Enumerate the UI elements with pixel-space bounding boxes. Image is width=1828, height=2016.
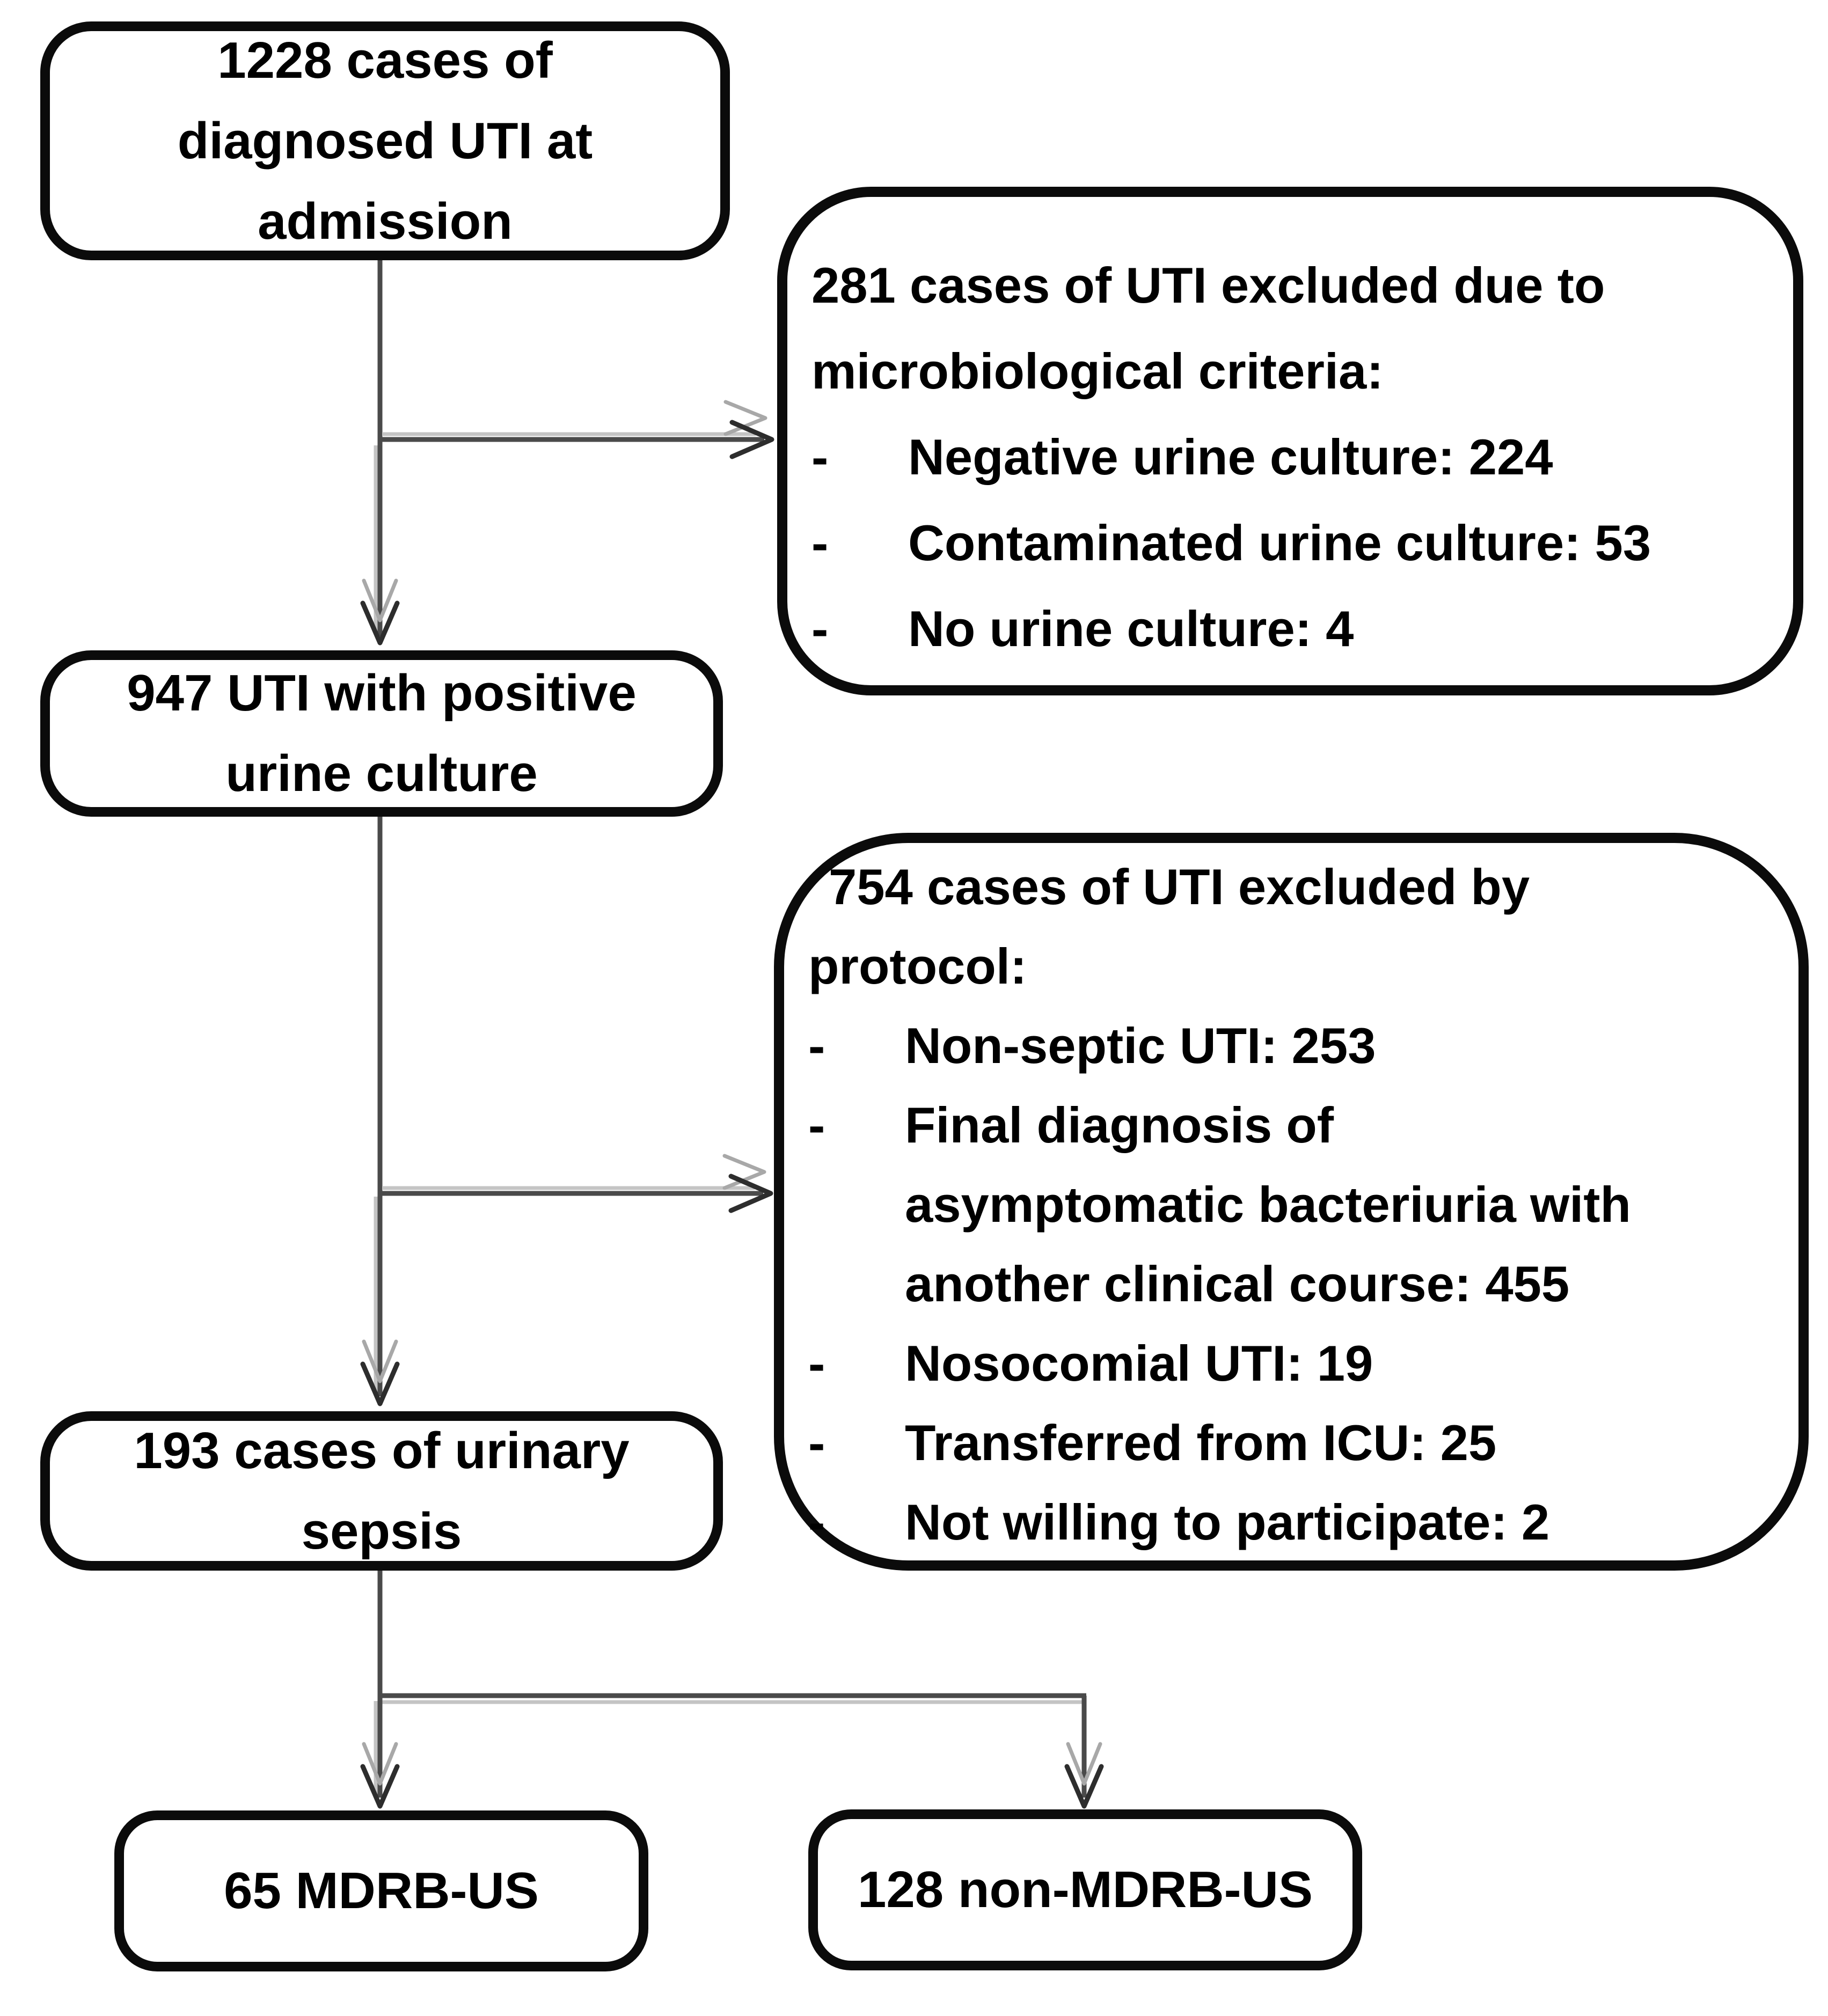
exclusion-item: - Not willing to participate: 2 (808, 1483, 1777, 1562)
arrow-sepsis-to-mdrb-icon (360, 1696, 400, 1809)
exclusion-protocol-title: 754 cases of UTI excluded by (829, 859, 1530, 915)
exclusion-protocol-title: protocol: (808, 938, 1027, 994)
bullet-dash: - (808, 1097, 825, 1153)
arrow-admission-to-positive-icon (360, 260, 400, 646)
exclusion-item: - Transferred from ICU: 25 (808, 1403, 1777, 1483)
exclusion-item-text: Non-septic UTI: 253 (905, 1017, 1376, 1074)
node-non-mdrb-us: 128 non-MDRB-US (808, 1809, 1362, 1970)
exclusion-item: - Nosocomial UTI: 19 (808, 1324, 1777, 1403)
node-urinary-sepsis-line: sepsis (301, 1502, 462, 1560)
arrow-positive-to-sepsis-icon (360, 817, 400, 1406)
bullet-dash: - (808, 1335, 825, 1391)
exclusion-item-text: Contaminated urine culture: 53 (908, 515, 1651, 571)
exclusion-item-text: Nosocomial UTI: 19 (905, 1335, 1373, 1391)
exclusion-item: - Negative urine culture: 224 (811, 414, 1772, 500)
node-mdrb-us-label: 65 MDRB-US (224, 1862, 539, 1919)
node-positive-culture: 947 UTI with positive urine culture (40, 650, 723, 817)
bullet-dash: - (808, 1017, 825, 1074)
split-connector (377, 1571, 1087, 1798)
node-urinary-sepsis: 193 cases of urinary sepsis (40, 1411, 723, 1571)
bullet-dash: - (811, 515, 829, 571)
node-positive-culture-line: 947 UTI with positive (127, 664, 637, 722)
exclusion-item: - No urine culture: 4 (811, 586, 1772, 672)
exclusion-item-text: No urine culture: 4 (908, 600, 1354, 657)
exclusion-item-text: Final diagnosis of asymptomatic bacteriu… (905, 1086, 1777, 1324)
exclusion-item-line: Final diagnosis of (905, 1097, 1334, 1153)
node-admission-line: admission (258, 192, 513, 250)
node-admission: 1228 cases of diagnosed UTI at admission (40, 21, 730, 260)
bullet-dash: - (808, 1414, 825, 1471)
arrow-sepsis-to-non-mdrb-icon (1064, 1742, 1104, 1809)
exclusion-item-text: Negative urine culture: 224 (908, 429, 1553, 485)
bullet-dash: - (808, 1494, 825, 1550)
exclusion-item: - Contaminated urine culture: 53 (811, 500, 1772, 586)
node-mdrb-us: 65 MDRB-US (114, 1810, 648, 1971)
exclusion-microbiological-title: 281 cases of UTI excluded due to (811, 257, 1605, 313)
node-admission-line: diagnosed UTI at (177, 112, 593, 170)
exclusion-item-text: Transferred from ICU: 25 (905, 1414, 1497, 1471)
exclusion-item-text: Not willing to participate: 2 (905, 1494, 1550, 1550)
exclusion-item: - Non-septic UTI: 253 (808, 1006, 1777, 1086)
bullet-dash: - (811, 600, 829, 657)
exclusion-item: - Final diagnosis of asymptomatic bacter… (808, 1086, 1777, 1324)
exclusion-item-line: asymptomatic bacteriuria with (905, 1176, 1631, 1233)
arrow-to-protocol-exclusion-icon (380, 1154, 773, 1213)
node-admission-line: 1228 cases of (217, 31, 553, 89)
arrow-to-microbiological-exclusion-icon (380, 400, 774, 459)
exclusion-item-line: another clinical course: 455 (905, 1256, 1570, 1312)
node-positive-culture-line: urine culture (225, 745, 538, 802)
exclusion-box-microbiological: 281 cases of UTI excluded due to microbi… (777, 187, 1803, 695)
exclusion-microbiological-title: microbiological criteria: (811, 343, 1384, 399)
exclusion-box-protocol: 754 cases of UTI excluded by protocol: -… (774, 833, 1809, 1571)
node-non-mdrb-us-label: 128 non-MDRB-US (857, 1861, 1313, 1918)
node-urinary-sepsis-line: 193 cases of urinary (134, 1421, 630, 1479)
bullet-dash: - (811, 429, 829, 485)
